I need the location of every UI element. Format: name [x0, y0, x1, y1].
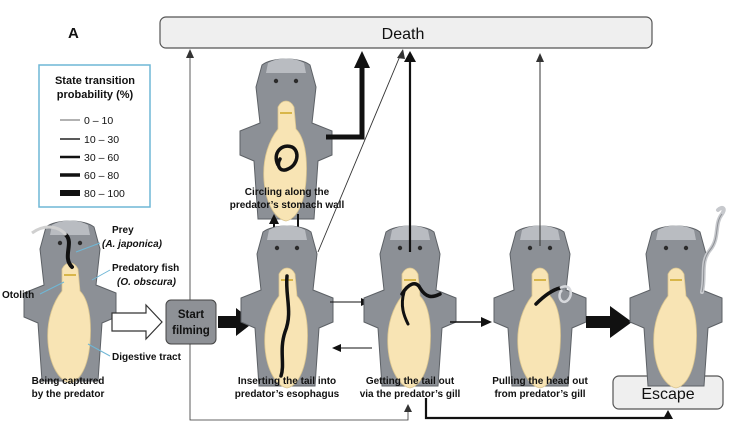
start-filming-box: [165, 299, 217, 345]
prey-eel-head-out: [534, 286, 562, 306]
stage-inserting-line2: predator’s esophagus: [235, 389, 340, 400]
pointer-predator: [91, 269, 111, 281]
prey-eel-inserting: [279, 274, 291, 378]
prey-eel-tail-out: [400, 282, 442, 299]
legend-item-60-80: 60 – 80: [84, 170, 119, 182]
label-prey: Prey: [112, 225, 134, 236]
probability-legend: State transition probability (%) 0 – 10 …: [38, 64, 151, 208]
fish-head-out: [493, 224, 587, 389]
arrowhead-circling-death: [354, 51, 370, 68]
stage-tail-out-line1: Getting the tail out: [366, 376, 455, 387]
arrowhead-tailout-escape: [663, 410, 673, 419]
label-prey-species: (A. japonica): [102, 239, 163, 250]
arrowhead-bottom-tailout: [404, 404, 412, 412]
fish-tail-out: [363, 224, 457, 389]
stage-tail-out-line2: via the predator’s gill: [360, 389, 461, 400]
legend-item-30-60: 30 – 60: [84, 152, 119, 164]
escaped-prey-eel-outline: [701, 213, 723, 293]
pointer-otolith: [39, 281, 65, 295]
arrowhead-up-circling: [269, 214, 279, 224]
legend-item-10-30: 10 – 30: [84, 134, 119, 146]
transition-inserting-to-death: [317, 55, 401, 253]
legend-title-line2: probability (%): [57, 89, 134, 101]
prey-eel-circling: [274, 144, 299, 172]
stage-captured-line1: Being captured: [32, 376, 105, 387]
stage-circling-line1: Circling along the: [245, 187, 330, 198]
legend-item-80-100: 80 – 100: [84, 188, 125, 200]
arrowhead-to-headout: [481, 317, 492, 327]
pointer-digestive: [87, 343, 111, 357]
arrowhead-to-inserting: [332, 344, 341, 352]
label-predator: Predatory fish: [112, 263, 179, 274]
start-filming-line1: Start: [178, 309, 204, 321]
arrowhead-death-left: [186, 49, 194, 58]
transition-circling-to-death: [326, 66, 365, 140]
arrowhead-inserting-death: [397, 49, 405, 59]
stage-head-out-line1: Pulling the head out: [492, 376, 588, 387]
panel-label: A: [68, 25, 79, 42]
prey-eel-head-out-outside: [558, 285, 572, 304]
label-digestive-tract: Digestive tract: [112, 352, 182, 363]
stage-inserting-line1: Inserting the tail into: [238, 376, 336, 387]
transition-inserting-to-tailout-bottom: [189, 55, 409, 421]
stage-head-out-line2: from predator’s gill: [494, 389, 585, 400]
legend-item-0-10: 0 – 10: [84, 115, 113, 127]
prey-eel-tail-out-body: [400, 290, 410, 326]
stage-captured-line2: by the predator: [32, 389, 105, 400]
death-state-label: Death: [382, 26, 425, 43]
fish-circling: [239, 57, 333, 222]
fish-inserting-tail: [240, 224, 334, 389]
arrow-headout-to-escaped: [586, 306, 632, 338]
legend-title-line1: State transition: [55, 75, 135, 87]
label-otolith: Otolith: [2, 290, 34, 301]
prey-eel-outside: [31, 225, 68, 237]
start-filming-line2: filming: [172, 325, 210, 337]
pointer-prey: [75, 242, 101, 253]
legend-box: [38, 64, 151, 208]
arrowhead-tailout-death: [404, 51, 416, 62]
fish-being-captured: [23, 219, 117, 384]
prey-eel-captured: [64, 233, 74, 269]
arrowhead-headout-death: [536, 53, 544, 62]
stage-circling-line2: predator’s stomach wall: [230, 200, 345, 211]
escape-state-label: Escape: [641, 386, 694, 403]
death-state-box: [159, 16, 653, 49]
label-predator-species: (O. obscura): [117, 277, 177, 288]
arrow-captured-to-start: [111, 303, 163, 341]
